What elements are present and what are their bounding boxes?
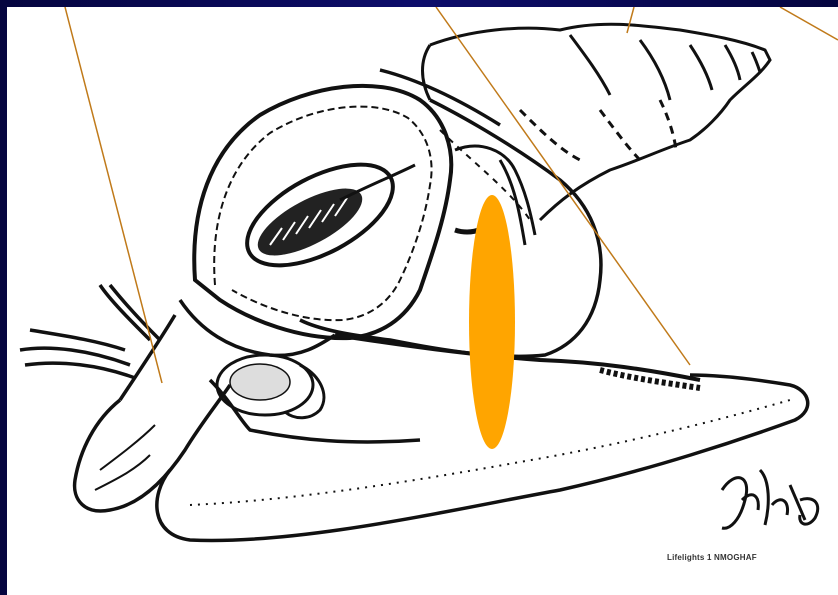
snail-anatomy-drawing (7, 7, 838, 595)
leader-line-spire (627, 7, 634, 33)
highlight-oval (469, 195, 515, 449)
snail-body (20, 285, 808, 540)
diagram-panel: Lifelights 1 NMOGHAF (7, 7, 838, 595)
image-credit: Lifelights 1 NMOGHAF (667, 553, 837, 562)
leader-line-tentacle (65, 7, 162, 383)
artist-signature (722, 470, 818, 528)
gill-structure (232, 144, 415, 286)
leader-lines (65, 7, 838, 383)
leader-line-apex (780, 7, 838, 40)
